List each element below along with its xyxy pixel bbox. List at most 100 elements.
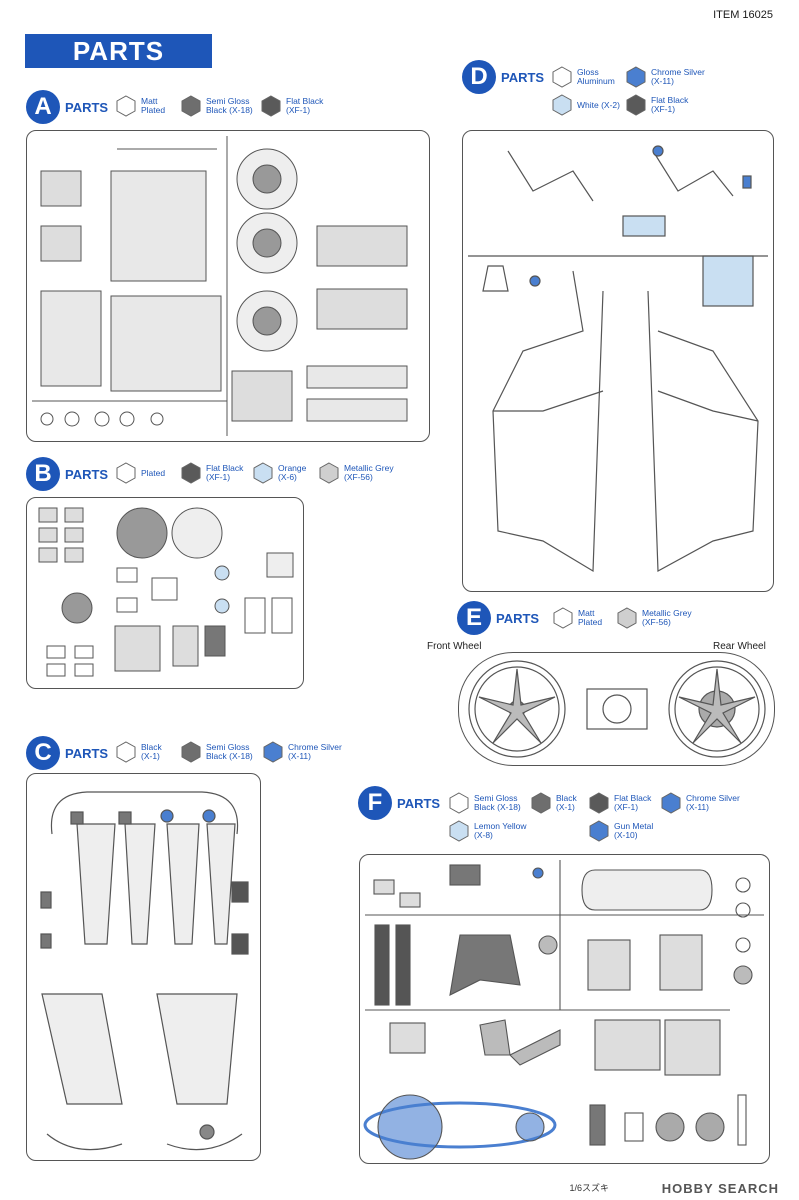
paint-color-icon <box>181 741 201 763</box>
page-title: PARTS <box>25 34 212 68</box>
parts-tree-d-drawing <box>468 145 768 573</box>
paint-label: Matt Plated <box>578 608 603 627</box>
paint-color-icon <box>116 462 136 484</box>
paint-color-icon <box>449 792 469 814</box>
paint-swatch-d-2: Chrome Silver (X-11) <box>625 66 705 88</box>
paint-label: Semi Gloss Black (X-18) <box>206 742 253 761</box>
paint-swatch-a-1: Matt Plated <box>115 95 165 117</box>
item-number: ITEM 16025 <box>713 9 773 21</box>
paint-swatch-b-3: Orange (X-6) <box>252 462 306 484</box>
paint-label: Matt Plated <box>141 96 166 115</box>
paint-label: Black (X-1) <box>556 793 577 812</box>
paint-swatch-b-4: Metallic Grey (XF-56) <box>318 462 394 484</box>
paint-label: Flat Black (XF-1) <box>206 463 244 482</box>
paint-swatch-f-3: Flat Black (XF-1) <box>588 792 651 814</box>
watermark-logo: HOBBY SEARCH <box>661 1181 779 1196</box>
parts-label: PARTS <box>496 610 540 626</box>
paint-swatch-f-6: Gun Metal (X-10) <box>588 820 653 842</box>
section-a-header: A PARTS <box>26 90 118 124</box>
paint-label: Chrome Silver (X-11) <box>288 742 342 761</box>
paint-color-icon <box>319 462 339 484</box>
footer-text: 1/6スズキ <box>569 1183 609 1193</box>
paint-label: Metallic Grey (XF-56) <box>344 463 394 482</box>
section-b-header: B PARTS <box>26 457 118 491</box>
parts-tree-d <box>462 130 774 592</box>
paint-label: Semi Gloss Black (X-18) <box>474 793 521 812</box>
paint-swatch-e-2: Metallic Grey (XF-56) <box>616 607 692 629</box>
section-c-header: C PARTS <box>26 736 118 770</box>
section-a-badge: A <box>26 90 60 124</box>
paint-swatch-f-4: Chrome Silver (X-11) <box>660 792 740 814</box>
section-b-badge: B <box>26 457 60 491</box>
paint-swatch-b-1: Plated <box>115 462 165 484</box>
paint-swatch-d-1: Gloss Aluminum <box>551 66 615 88</box>
parts-tree-a <box>26 130 430 442</box>
parts-tree-c <box>26 773 261 1161</box>
paint-color-icon <box>449 820 469 842</box>
paint-label: Plated <box>141 467 166 478</box>
paint-label: White (X-2) <box>577 99 620 110</box>
section-e-header: E PARTS <box>457 601 549 635</box>
paint-label: Chrome Silver (X-11) <box>686 793 740 812</box>
paint-label: Gun Metal (X-10) <box>614 821 654 840</box>
paint-swatch-a-2: Semi Gloss Black (X-18) <box>180 95 253 117</box>
paint-swatch-f-5: Lemon Yellow (X-8) <box>448 820 526 842</box>
section-c-badge: C <box>26 736 60 770</box>
paint-swatch-c-2: Semi Gloss Black (X-18) <box>180 741 253 763</box>
paint-color-icon <box>181 462 201 484</box>
paint-label: Flat Black (XF-1) <box>286 96 324 115</box>
paint-color-icon <box>531 792 551 814</box>
parts-tree-c-drawing <box>40 791 249 1151</box>
section-d-badge: D <box>462 60 496 94</box>
parts-label: PARTS <box>65 745 109 761</box>
rear-wheel-label: Rear Wheel <box>713 641 766 652</box>
paint-color-icon <box>553 607 573 629</box>
section-f-badge: F <box>358 786 392 820</box>
paint-color-icon <box>181 95 201 117</box>
front-wheel-label: Front Wheel <box>427 641 482 652</box>
parts-label: PARTS <box>65 466 109 482</box>
paint-color-icon <box>589 820 609 842</box>
paint-color-icon <box>617 607 637 629</box>
paint-swatch-c-1: Black (X-1) <box>115 741 162 763</box>
paint-label: Orange (X-6) <box>278 463 307 482</box>
paint-label: Flat Black (XF-1) <box>651 95 689 114</box>
paint-color-icon <box>626 94 646 116</box>
paint-swatch-f-2: Black (X-1) <box>530 792 577 814</box>
paint-color-icon <box>116 741 136 763</box>
paint-color-icon <box>626 66 646 88</box>
paint-swatch-b-2: Flat Black (XF-1) <box>180 462 243 484</box>
paint-label: Chrome Silver (X-11) <box>651 67 705 86</box>
parts-tree-e-drawing <box>468 660 766 758</box>
paint-label: Semi Gloss Black (X-18) <box>206 96 253 115</box>
paint-color-icon <box>253 462 273 484</box>
paint-swatch-d-4: Flat Black (XF-1) <box>625 94 688 116</box>
paint-label: Metallic Grey (XF-56) <box>642 608 692 627</box>
parts-label: PARTS <box>65 99 109 115</box>
section-e-badge: E <box>457 601 491 635</box>
paint-color-icon <box>552 66 572 88</box>
parts-label: PARTS <box>397 795 441 811</box>
parts-tree-b <box>26 497 304 689</box>
paint-color-icon <box>116 95 136 117</box>
paint-color-icon <box>552 94 572 116</box>
paint-label: Gloss Aluminum <box>577 67 615 86</box>
paint-swatch-c-3: Chrome Silver (X-11) <box>262 741 342 763</box>
paint-swatch-f-1: Semi Gloss Black (X-18) <box>448 792 521 814</box>
section-f-header: F PARTS <box>358 786 450 820</box>
paint-color-icon <box>261 95 281 117</box>
paint-color-icon <box>661 792 681 814</box>
parts-label: PARTS <box>501 69 545 85</box>
paint-color-icon <box>263 741 283 763</box>
paint-label: Lemon Yellow (X-8) <box>474 821 527 840</box>
parts-tree-b-drawing <box>38 507 294 677</box>
paint-swatch-a-3: Flat Black (XF-1) <box>260 95 323 117</box>
paint-label: Black (X-1) <box>141 742 162 761</box>
parts-tree-a-drawing <box>32 136 408 436</box>
section-d-header: D PARTS <box>462 60 554 94</box>
parts-tree-f-drawing <box>363 860 764 1160</box>
paint-swatch-e-1: Matt Plated <box>552 607 602 629</box>
paint-swatch-d-3: White (X-2) <box>551 94 620 116</box>
parts-tree-f <box>359 854 770 1164</box>
parts-tree-e <box>458 652 775 766</box>
